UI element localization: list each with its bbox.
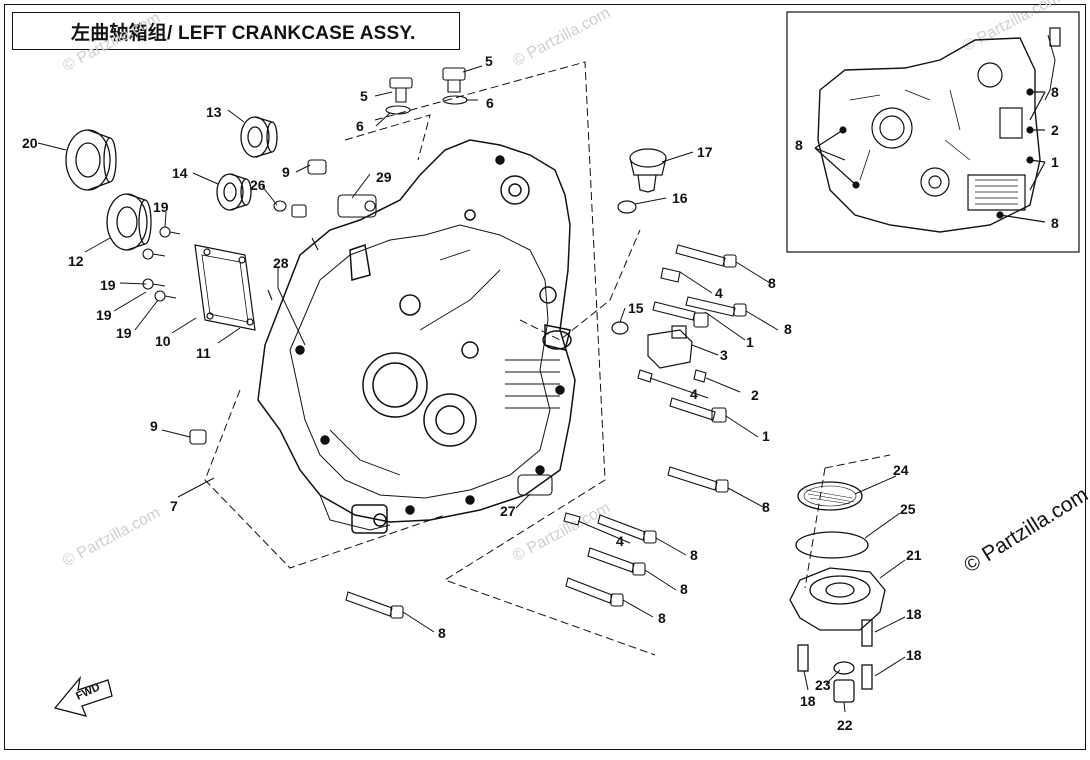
callout: 12 [68,253,84,269]
callout: 3 [720,347,728,363]
callout: 7 [170,498,178,514]
callout: 16 [672,190,688,206]
callout: 9 [282,164,290,180]
callout: 15 [628,300,644,316]
callout: 27 [500,503,516,519]
callout: 8 [784,321,792,337]
callout: 13 [206,104,222,120]
bolts [345,244,747,619]
callout: 18 [906,647,922,663]
callout: 26 [250,177,266,193]
callout: 21 [906,547,922,563]
left-crankcase [257,139,576,534]
callout: 25 [900,501,916,517]
callout: 4 [715,285,723,301]
callout: 1 [1051,154,1059,170]
oil-filler-cap [617,148,667,214]
callout: 8 [768,275,776,291]
inset-engine-view [814,27,1061,233]
callout: 22 [837,717,853,733]
callout: 5 [485,53,493,69]
callout: 19 [100,277,116,293]
callout: 18 [800,693,816,709]
callout: 8 [1051,215,1059,231]
callout: 1 [746,334,754,350]
callout: 8 [762,499,770,515]
callout: 11 [196,345,211,361]
callout: 17 [697,144,713,160]
diagram-frame [4,4,1086,750]
callout: 19 [96,307,112,323]
callout: 2 [1051,122,1059,138]
callout: 8 [658,610,666,626]
callout: 14 [172,165,188,181]
callout: 29 [376,169,392,185]
callout: 10 [155,333,171,349]
callout-labels: 20 13 14 12 26 9 29 19 19 19 19 10 11 28… [22,53,1059,733]
leader-lines [37,65,906,713]
callout: 23 [815,677,831,693]
callout: 8 [438,625,446,641]
callout: 18 [906,606,922,622]
sensor [611,321,693,369]
bearings [65,116,278,251]
callout: 6 [356,118,364,134]
callout: 9 [150,418,158,434]
callout: 8 [690,547,698,563]
callout: 19 [153,199,169,215]
callout: 1 [762,428,770,444]
callout: 8 [1051,84,1059,100]
oil-filter-group [789,481,886,703]
callout: 19 [116,325,132,341]
callout: 6 [486,95,494,111]
callout: 8 [795,137,803,153]
assembly-dash-lines [204,61,891,656]
callout: 2 [751,387,759,403]
callout: 4 [616,533,624,549]
callout: 8 [680,581,688,597]
callout: 20 [22,135,38,151]
diagram-title: 左曲轴箱组/ LEFT CRANKCASE ASSY. [12,12,460,50]
fwd-arrow [53,675,113,717]
cover-plate [194,244,256,331]
callout: 28 [273,255,289,271]
callout: 24 [893,462,909,478]
callout: 4 [690,386,698,402]
callout: 5 [360,88,368,104]
small-fittings [142,67,553,496]
inset-frame [786,11,1080,253]
